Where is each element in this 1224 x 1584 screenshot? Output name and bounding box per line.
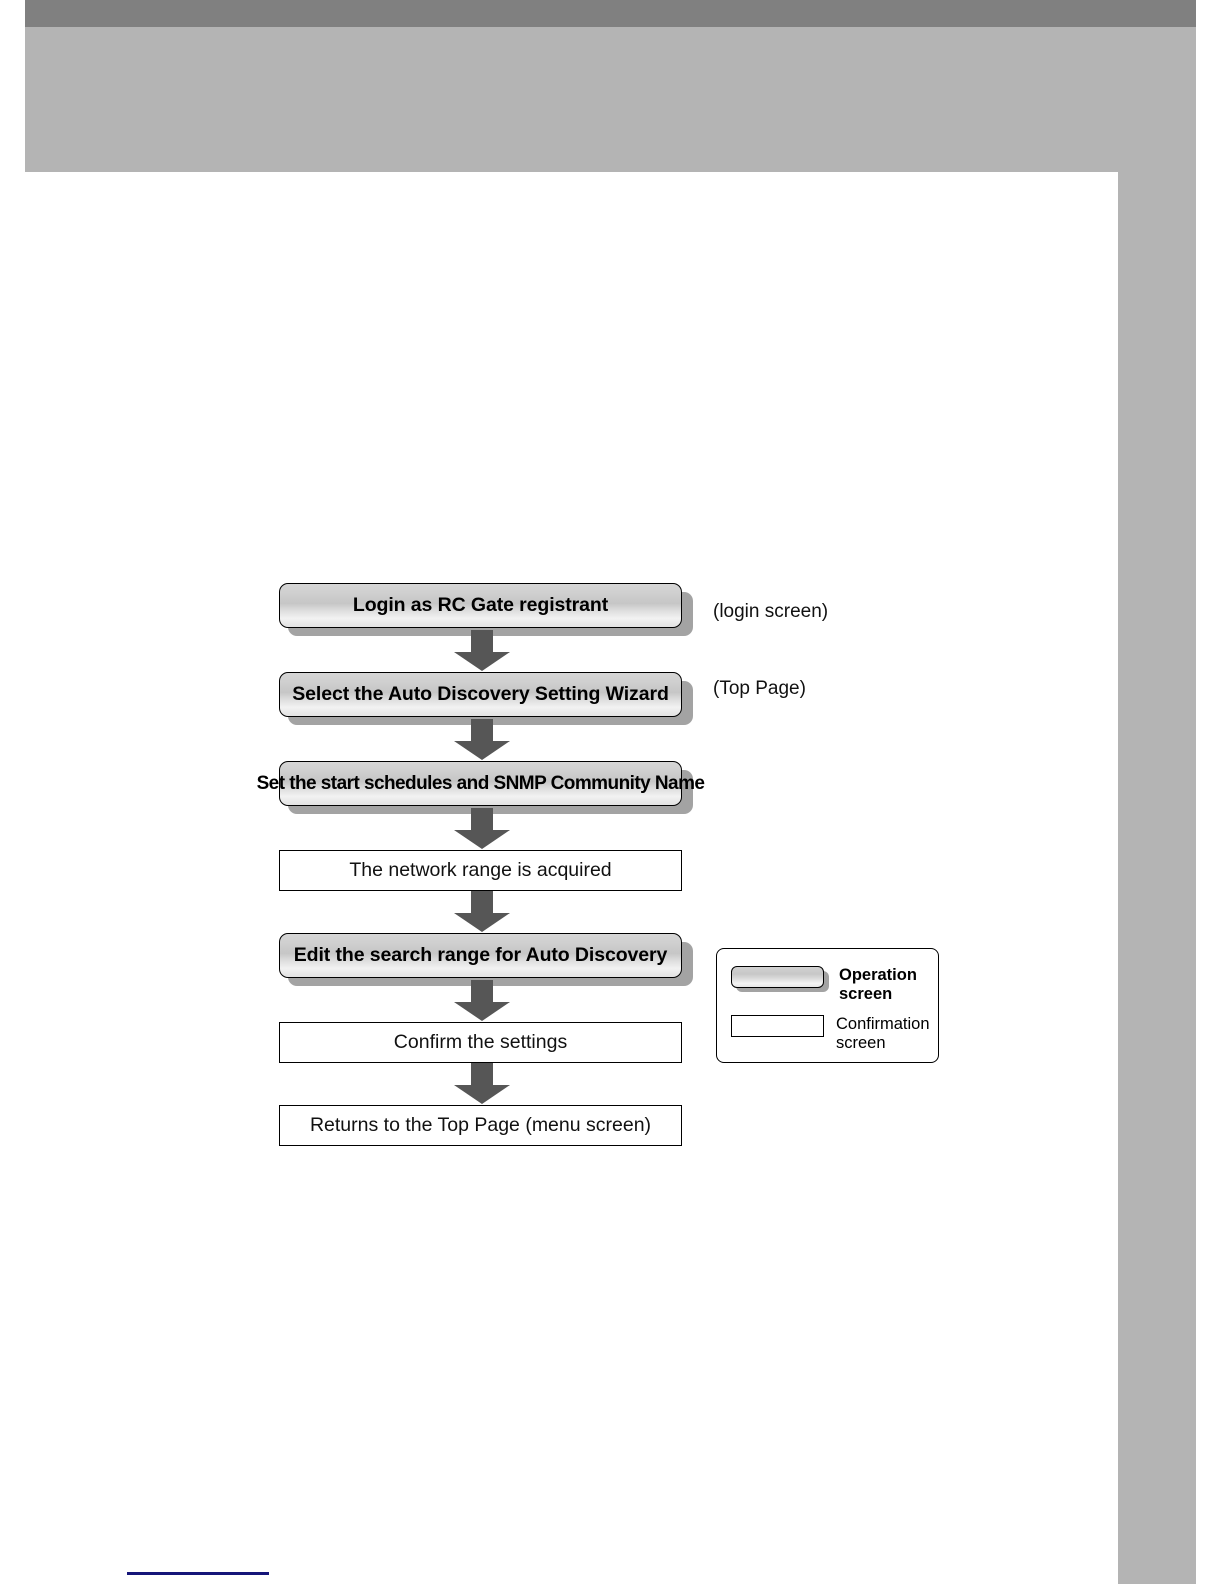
legend-confirmation-swatch	[731, 1015, 824, 1037]
side-note-login-screen: (login screen)	[713, 601, 829, 622]
flow-step-network-range: The network range is acquired	[279, 850, 699, 891]
operation-box[interactable]: Select the Auto Discovery Setting Wizard	[279, 672, 693, 725]
side-note-top-page: (Top Page)	[713, 678, 806, 699]
flow-arrow	[279, 1063, 684, 1105]
legend-box: Operation screen Confirmation screen	[716, 948, 939, 1063]
confirmation-box[interactable]: Returns to the Top Page (menu screen)	[279, 1105, 682, 1146]
legend-row-confirmation: Confirmation screen	[731, 1015, 930, 1053]
flow-step-set-schedules: Set the start schedules and SNMP Communi…	[257, 761, 705, 814]
flow-arrow	[279, 719, 684, 761]
flow-step-returns-top-page: Returns to the Top Page (menu screen)	[279, 1105, 699, 1146]
legend-operation-label: Operation screen	[839, 966, 917, 1003]
operation-box-label: Edit the search range for Auto Discovery	[293, 944, 668, 966]
operation-box-body[interactable]: Login as RC Gate registrant	[279, 583, 682, 628]
flowchart: Login as RC Gate registrant Select the A…	[257, 583, 705, 1146]
flow-arrow	[279, 630, 684, 672]
operation-box[interactable]: Set the start schedules and SNMP Communi…	[257, 761, 705, 814]
header-light-band	[25, 27, 1196, 172]
legend-row-operation: Operation screen	[731, 966, 917, 1004]
footer-rule	[127, 1572, 269, 1575]
operation-box-body[interactable]: Set the start schedules and SNMP Communi…	[257, 761, 705, 806]
flow-arrow	[279, 891, 684, 933]
confirmation-box[interactable]: Confirm the settings	[279, 1022, 682, 1063]
flow-step-login: Login as RC Gate registrant	[279, 583, 699, 636]
operation-box-body[interactable]: Select the Auto Discovery Setting Wizard	[279, 672, 682, 717]
legend-confirmation-label: Confirmation screen	[836, 1015, 930, 1052]
flow-arrow	[279, 980, 684, 1022]
confirmation-box-label: Confirm the settings	[393, 1031, 568, 1053]
operation-box-label: Login as RC Gate registrant	[352, 594, 609, 616]
operation-box-body[interactable]: Edit the search range for Auto Discovery	[279, 933, 682, 978]
right-margin-strip	[1118, 172, 1196, 1584]
header-dark-strip	[25, 0, 1196, 27]
operation-box[interactable]: Login as RC Gate registrant	[279, 583, 693, 636]
operation-box-label: Select the Auto Discovery Setting Wizard	[292, 683, 669, 705]
operation-box[interactable]: Edit the search range for Auto Discovery	[279, 933, 693, 986]
flow-arrow	[279, 808, 684, 850]
confirmation-box-label: The network range is acquired	[349, 859, 612, 881]
swatch-body	[731, 966, 824, 988]
flow-step-confirm-settings: Confirm the settings	[279, 1022, 699, 1063]
confirmation-box[interactable]: The network range is acquired	[279, 850, 682, 891]
flow-step-select-wizard: Select the Auto Discovery Setting Wizard	[279, 672, 699, 725]
legend-operation-swatch	[731, 966, 829, 992]
confirmation-box-label: Returns to the Top Page (menu screen)	[309, 1114, 652, 1136]
operation-box-label: Set the start schedules and SNMP Communi…	[256, 772, 705, 794]
flow-step-edit-search-range: Edit the search range for Auto Discovery	[279, 933, 699, 986]
